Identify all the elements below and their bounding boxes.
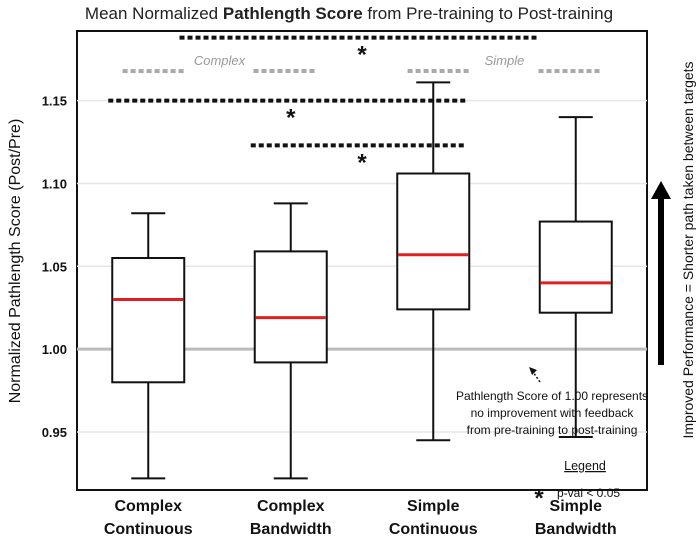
box-2 [396, 81, 471, 442]
significance-bars: * * * [108, 35, 537, 176]
box-iqr [538, 220, 613, 314]
right-axis-label: Improved Performance = Shorter path take… [680, 61, 696, 438]
x-tick-label-line1: Complex [257, 498, 325, 515]
legend: Legend * p-val < 0.05 [534, 459, 620, 512]
boxes [111, 81, 613, 480]
x-tick-label-line2: Bandwidth [535, 521, 617, 538]
box-0 [111, 212, 186, 480]
y-tick-label: 1.15 [42, 94, 67, 109]
significance-star: * [357, 149, 367, 176]
legend-title: Legend [564, 459, 606, 473]
chart-title-bold: Pathlength Score [223, 4, 363, 23]
box-1 [253, 202, 328, 480]
y-tick-label: 1.00 [42, 342, 67, 357]
note-line: from pre-training to post-training [467, 423, 638, 437]
note-line: no improvement with feedback [471, 406, 635, 420]
y-tick-label: 0.95 [42, 425, 67, 440]
y-axis-ticks: 0.95 1.00 1.05 1.10 1.15 [42, 94, 67, 440]
chart-title: Mean Normalized Pathlength Score from Pr… [85, 4, 613, 23]
note-pointer-arrow [529, 367, 541, 383]
x-tick-label-line1: Complex [114, 498, 182, 515]
group-label: Complex [194, 53, 246, 68]
x-tick-label-line2: Continuous [389, 521, 478, 538]
note-text: Pathlength Score of 1.00 represents no im… [456, 389, 648, 437]
significance-star: * [286, 105, 296, 132]
box-iqr [253, 250, 328, 364]
box-3 [538, 116, 613, 438]
y-axis-label: Normalized Pathlength Score (Post/Pre) [7, 119, 24, 404]
plot-area [76, 30, 648, 491]
legend-text: p-val < 0.05 [557, 486, 620, 500]
chart-title-suffix: from Pre-training to Post-training [363, 4, 613, 23]
note-line: Pathlength Score of 1.00 represents [456, 389, 648, 403]
x-tick-label-line1: Simple [407, 498, 460, 515]
box-iqr [396, 172, 471, 311]
box-iqr [111, 257, 186, 384]
group-label: Simple [485, 53, 525, 68]
group-markers: Complex Simple [122, 53, 602, 73]
improvement-arrow [651, 181, 671, 365]
legend-star: * [534, 485, 544, 512]
y-tick-label: 1.05 [42, 259, 67, 274]
y-tick-label: 1.10 [42, 176, 67, 191]
x-tick-label-line2: Bandwidth [250, 521, 332, 538]
chart-title-prefix: Mean Normalized [85, 4, 223, 23]
x-tick-label-line1: Simple [550, 498, 603, 515]
x-tick-label-line2: Continuous [104, 521, 193, 538]
significance-star: * [357, 42, 367, 69]
